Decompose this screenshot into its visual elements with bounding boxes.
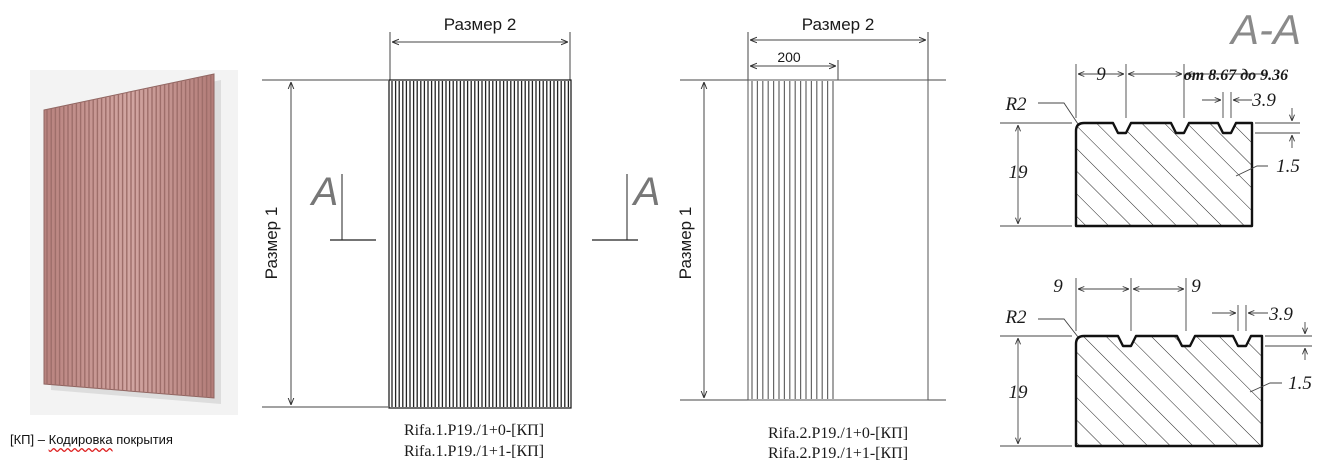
profile-lower-groove-width: 3.9 <box>1268 304 1293 325</box>
panel1-side-dimension-label: Размер 1 <box>262 207 281 280</box>
profile-lower-thickness: 19 <box>1009 382 1029 403</box>
profile-upper-pitch: 9 <box>1096 64 1106 85</box>
legend-word-2: покрытия <box>116 432 173 447</box>
profile-lower-pitch-right: 9 <box>1191 276 1201 297</box>
legend-word-1: Кодировка <box>48 432 113 447</box>
panel2-side-dimension-label: Размер 1 <box>676 207 695 280</box>
panel2-outline <box>747 79 929 401</box>
profile-upper-groove-depth: 1.5 <box>1276 156 1300 177</box>
section-mark-right-letter: A <box>632 170 661 214</box>
legend-dash: – <box>37 432 45 447</box>
profile-lower-body <box>1074 334 1264 448</box>
profile-upper-groove-width: 3.9 <box>1251 90 1276 111</box>
panel1-ribs <box>391 81 570 407</box>
panel2-top-dimension-label: Размер 2 <box>802 15 875 34</box>
panel-photo <box>30 70 238 415</box>
profile-lower-radius: R2 <box>1004 307 1027 328</box>
panel1-top-dimension-label: Размер 2 <box>444 15 517 34</box>
panel2-ribs <box>751 81 834 399</box>
profile-upper-body <box>1074 121 1254 228</box>
legend: [КП] – Кодировка покрытия <box>10 432 173 447</box>
profile-upper-radius: R2 <box>1004 94 1027 115</box>
profile-lower-groove-depth: 1.5 <box>1288 373 1312 394</box>
panel2-code-2: Rifa.2.P19./1+1-[КП] <box>768 445 908 462</box>
section-title: A-A <box>1228 6 1301 53</box>
section-mark-left-letter: A <box>310 170 339 214</box>
profile-upper-thickness: 19 <box>1009 162 1029 183</box>
section-mark-right: A <box>592 170 661 241</box>
profile-upper-pitch-range: от 8.67 до 9.36 <box>1184 67 1288 84</box>
panel1-drawing: Размер 2 Размер 1 A A Rifa.1.P19./1+0-[К… <box>262 15 660 460</box>
panel1-code-1: Rifa.1.P19./1+0-[КП] <box>404 422 544 439</box>
profile-lower-pitch-left: 9 <box>1053 276 1063 297</box>
panel-photo-ribs <box>46 74 212 398</box>
legend-code: [КП] <box>10 432 35 447</box>
profile-lower: 9 9 3.9 R2 19 1.5 <box>1000 276 1312 448</box>
panel1-outline <box>388 79 572 409</box>
panel2-sub-dimension-label: 200 <box>777 49 801 65</box>
profile-upper: 9 от 8.67 до 9.36 3.9 R2 19 1.5 <box>1000 64 1300 228</box>
panel2-code-1: Rifa.2.P19./1+0-[КП] <box>768 425 908 442</box>
panel1-code-2: Rifa.1.P19./1+1-[КП] <box>404 443 544 460</box>
section-mark-left: A <box>310 170 376 241</box>
panel2-drawing: Размер 2 200 Размер 1 Rifa.2.P19./1+0-[К… <box>676 15 946 462</box>
